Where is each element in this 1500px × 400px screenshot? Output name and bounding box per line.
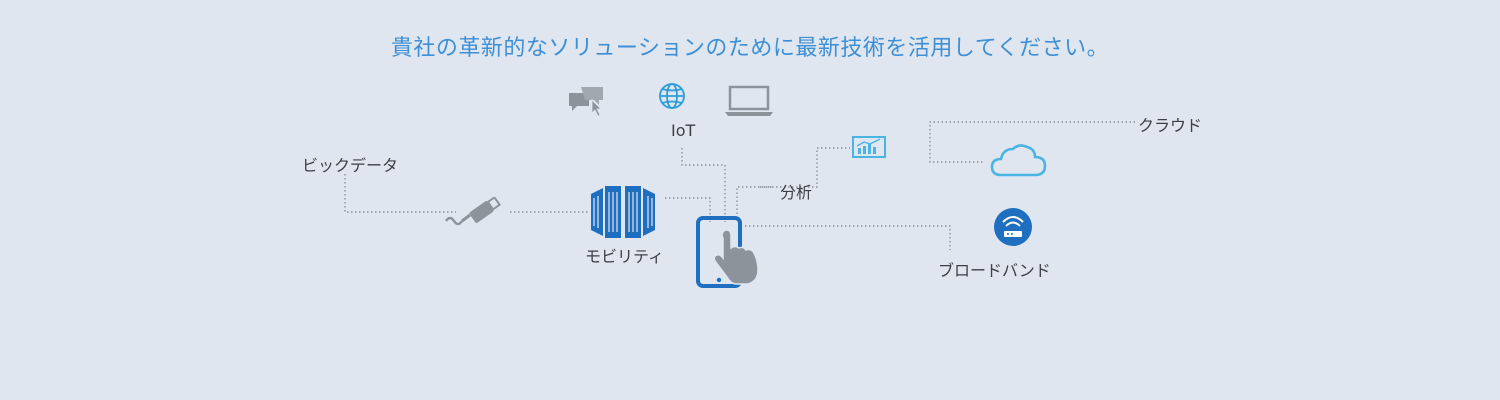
big-data-label: ビックデータ bbox=[302, 156, 399, 175]
laptop-icon bbox=[724, 85, 774, 121]
connector-servers-device bbox=[665, 197, 711, 222]
cloud-icon bbox=[989, 141, 1049, 183]
connector-cloud bbox=[929, 121, 1135, 163]
server-racks-icon bbox=[589, 184, 661, 244]
chart-monitor-icon bbox=[852, 136, 886, 164]
broadband-label: ブロードバンド bbox=[938, 261, 1051, 280]
analytics-label: 分析 bbox=[780, 183, 813, 202]
connector-broadband bbox=[745, 225, 951, 250]
chat-bubbles-cursor-icon bbox=[567, 85, 607, 121]
connector-chart bbox=[760, 147, 850, 188]
connector-iot bbox=[681, 148, 726, 222]
mobility-label: モビリティ bbox=[585, 247, 665, 266]
iot-label: IoT bbox=[671, 121, 696, 140]
globe-icon bbox=[656, 81, 688, 115]
cloud-label: クラウド bbox=[1138, 116, 1203, 135]
connector-big-data bbox=[344, 174, 456, 213]
wifi-router-icon bbox=[993, 207, 1033, 251]
plug-cable-icon bbox=[444, 196, 504, 237]
page-title: 貴社の革新的なソリューションのために最新技術を活用してください。 bbox=[390, 36, 1110, 61]
smartphone-touch-icon bbox=[694, 214, 766, 294]
